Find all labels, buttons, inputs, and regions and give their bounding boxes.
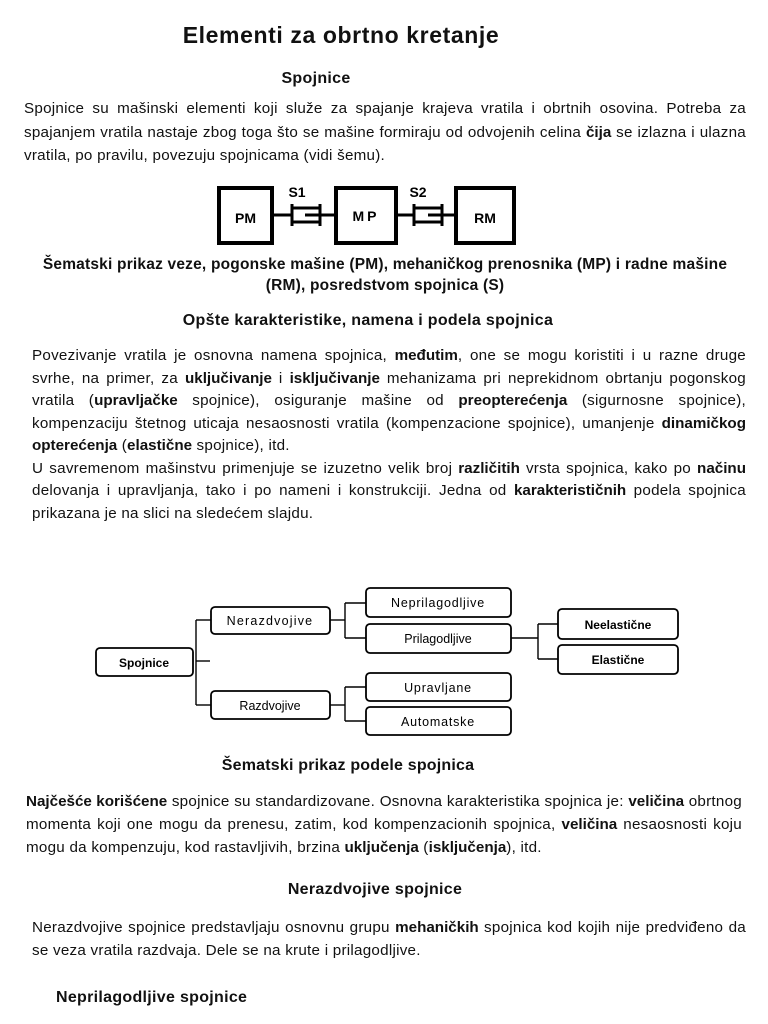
node-razdvojive-label: Razdvojive — [239, 699, 300, 713]
text-run: , one se mogu koristiti i u razne druge … — [32, 347, 746, 387]
text-run: vrsta spojnica, kako po — [519, 459, 698, 477]
bold-term: karakterističnih — [513, 482, 627, 499]
bold-term: čija — [585, 123, 612, 141]
text-run: delovanja i upravljanja, tako i po namen… — [32, 482, 514, 499]
text-run: obrtnog momenta koji one mogu da prenesu… — [26, 793, 742, 833]
node-neelasticne-label: Neelastične — [585, 618, 652, 632]
section-heading-neprilagodljive: Neprilagodljive spojnice — [56, 989, 248, 1006]
bold-term: veličina — [561, 816, 618, 833]
text-run: se izlazna i ulazna vratila, po pravilu,… — [24, 123, 746, 165]
text-run: podela spojnica prikazana je na slici na… — [32, 482, 746, 522]
text-run: spojnice), itd. — [192, 437, 290, 454]
bold-term: različitih — [458, 459, 520, 477]
text-run: Šematski prikaz veze, pogonske mašine (P… — [42, 256, 393, 273]
paragraph-intro: Spojnice su mašinski elementi koji služe… — [24, 97, 746, 168]
text-run: spojnice su standardizovane. Osnovna kar… — [167, 793, 629, 810]
paragraph-nerazdvojive: Nerazdvojive spojnice predstavljaju osno… — [32, 916, 746, 962]
node-neprilagodljive-label: Neprilagodljive — [391, 596, 485, 610]
text-run: prenosnika (MP) i radne mašine (RM), pos… — [265, 256, 728, 294]
node-automatske — [365, 706, 512, 736]
connection-schematic: PM S1 MP S2 RM — [217, 184, 516, 245]
bold-term: međutim — [394, 347, 458, 364]
text-run: ( — [117, 437, 128, 454]
section-heading-nerazdvojive: Nerazdvojive spojnice — [287, 881, 463, 898]
text-run: Nerazdvojive spojnice predstavljaju osno… — [32, 919, 396, 936]
node-prilagodljive — [365, 623, 512, 654]
node-elasticne — [557, 644, 679, 675]
bold-term: isključenja — [428, 839, 507, 856]
node-elasticne-label: Elastične — [592, 653, 645, 667]
tree-caption: Šematski prikaz podele spojnica — [221, 757, 475, 774]
bold-term: preopterećenja — [458, 392, 568, 409]
node-spojnice — [95, 647, 194, 677]
bold-term: upravljačke — [94, 392, 178, 409]
section-heading-spojnice: Spojnice — [281, 70, 351, 87]
bold-term: veličina — [628, 793, 685, 810]
bold-term: mehaničkog — [392, 256, 484, 273]
classification-tree: Spojnice Nerazdvojive Razdvojive Neprila… — [95, 587, 679, 736]
node-neprilagodljive — [365, 587, 512, 618]
node-razdvojive — [210, 690, 331, 720]
mp-label: MP — [353, 208, 380, 224]
text-run: i — [271, 369, 290, 387]
text-run: spojnice), osiguranje mašine od — [177, 392, 459, 409]
text-run: Povezivanje vratila je osnovna namena sp… — [32, 347, 395, 364]
schematic-caption: Šematski prikaz veze, pogonske mašine (P… — [40, 254, 730, 296]
bold-term: isključivanje — [289, 369, 380, 387]
node-upravljane — [365, 672, 512, 702]
s2-label: S2 — [409, 184, 426, 200]
node-nerazdvojive-label: Nerazdvojive — [227, 614, 314, 628]
node-nerazdvojive — [210, 606, 331, 635]
paragraph-general: Povezivanje vratila je osnovna namena sp… — [32, 345, 746, 525]
bold-term: Najčešće korišćene — [26, 793, 168, 810]
bold-term: mehaničkih — [395, 919, 479, 936]
bold-term: načinu — [697, 459, 746, 477]
text-run: ( — [418, 839, 429, 856]
text-run: U savremenom mašinstvu primenjuje se izu… — [32, 459, 459, 477]
bold-term: dinamičkog opterećenja — [32, 414, 746, 455]
node-neelasticne — [557, 608, 679, 640]
rm-box — [454, 186, 516, 245]
paragraph-standard: Najčešće korišćene spojnice su standardi… — [26, 790, 742, 859]
text-run: spojnica kod kojih nije predviđeno da se… — [32, 919, 747, 959]
node-upravljane-label: Upravljane — [404, 681, 472, 695]
node-spojnice-label: Spojnice — [119, 656, 169, 670]
text-run: (sigurnosne spojnice), kompenzaciju štet… — [32, 392, 747, 432]
bold-term: uključivanje — [184, 369, 272, 387]
text-run: ), itd. — [506, 839, 542, 856]
rm-label: RM — [474, 210, 496, 226]
pm-label: PM — [235, 210, 256, 226]
node-automatske-label: Automatske — [401, 715, 475, 729]
section-heading-general: Opšte karakteristike, namena i podela sp… — [182, 312, 554, 329]
text-run: Spojnice su mašinski elementi koji služe… — [24, 100, 746, 141]
node-prilagodljive-label: Prilagodljive — [404, 632, 471, 646]
text-run: mehanizama pri neprekidnom obrtanju pogo… — [32, 369, 746, 410]
page-title: Elementi za obrtno kretanje — [182, 22, 500, 48]
bold-term: uključenja — [344, 839, 419, 856]
s1-label: S1 — [288, 184, 305, 200]
text-run: nesaosnosti koju mogu da kompenzuju, kod… — [26, 816, 742, 856]
bold-term: elastične — [127, 437, 193, 454]
